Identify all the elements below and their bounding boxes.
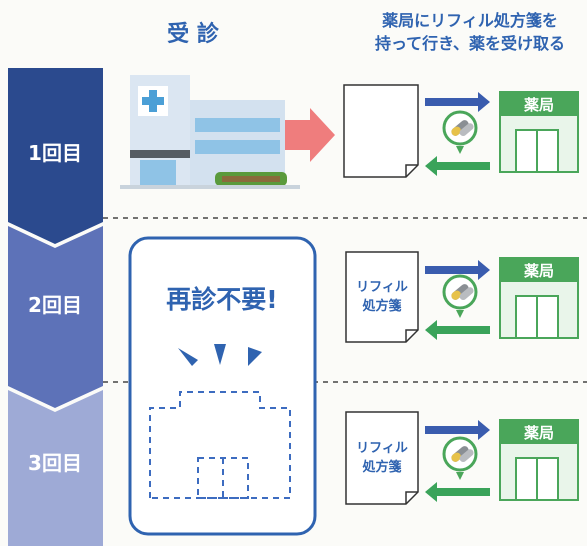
pharmacy-icon-3: 薬局 [499, 419, 579, 501]
visit-bar-3 [8, 390, 103, 546]
pharmacy-icon-2: 薬局 [499, 257, 579, 339]
prescription-text-2a: リフィル [356, 280, 408, 295]
arrow-right-icon [425, 260, 490, 280]
no-revisit-text: 再診不要! [166, 285, 277, 314]
emphasis-marks [178, 344, 262, 366]
pharmacy-icon-1: 薬局 [499, 91, 579, 173]
arrow-right-icon [425, 92, 490, 112]
prescription-text-3b: 処方箋 [361, 459, 401, 475]
arrow-left-icon [425, 320, 490, 340]
visit-label-3: 3回目 [28, 451, 82, 475]
hospital-outline-icon [149, 391, 291, 499]
exchange-row-3 [425, 420, 490, 502]
visit-label-2: 2回目 [28, 293, 82, 317]
pill-icon [442, 436, 478, 482]
no-revisit-box [128, 236, 317, 536]
visit-label-1: 1回目 [28, 141, 82, 165]
pharmacy-label-3: 薬局 [523, 424, 554, 442]
pharmacy-label-1: 薬局 [523, 96, 554, 114]
arrow-to-prescription [285, 108, 335, 162]
exchange-row-2 [425, 260, 490, 340]
prescription-text-3a: リフィル [356, 441, 408, 456]
prescription-icon-3: リフィル 処方箋 [345, 411, 419, 505]
pill-icon [442, 274, 478, 320]
hospital-icon [120, 75, 300, 189]
arrow-left-icon [425, 156, 490, 176]
prescription-icon-2: リフィル 処方箋 [345, 251, 419, 343]
arrow-left-icon [425, 482, 490, 502]
header-right-title-line2: 持って行き、薬を受け取る [375, 34, 565, 53]
exchange-row-1 [425, 92, 490, 176]
visit-bar-1 [8, 68, 103, 244]
pill-icon [442, 110, 478, 156]
header-right-title-line1: 薬局にリフィル処方箋を [381, 11, 558, 30]
prescription-icon-1 [343, 84, 419, 178]
prescription-text-2b: 処方箋 [361, 298, 401, 314]
arrow-right-icon [425, 420, 490, 440]
pharmacy-label-2: 薬局 [523, 262, 554, 280]
header-left-title: 受 診 [167, 21, 220, 47]
visit-bar-2 [8, 226, 103, 408]
